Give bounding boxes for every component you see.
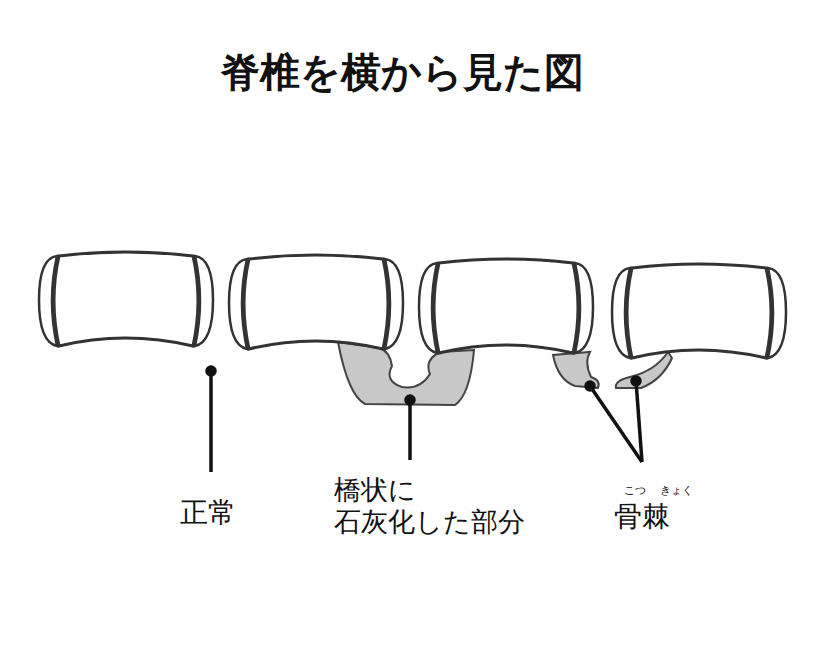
part-label: 骨棘 [614, 500, 670, 534]
vertebra [612, 264, 786, 358]
ruby-reading: きょく [660, 484, 693, 497]
part-label: 橋状に 石灰化した部分 [334, 474, 525, 539]
leader-lines [207, 367, 642, 472]
vertebra [419, 259, 593, 353]
ruby-reading: こつ [624, 484, 646, 497]
bone-spur [616, 352, 672, 388]
vertebra [39, 252, 213, 346]
vertebra [229, 255, 403, 349]
part-label: 正常 [180, 496, 236, 530]
calcified-bridge [338, 342, 474, 405]
diagram-title: 脊椎を横から見た図 [220, 48, 584, 96]
